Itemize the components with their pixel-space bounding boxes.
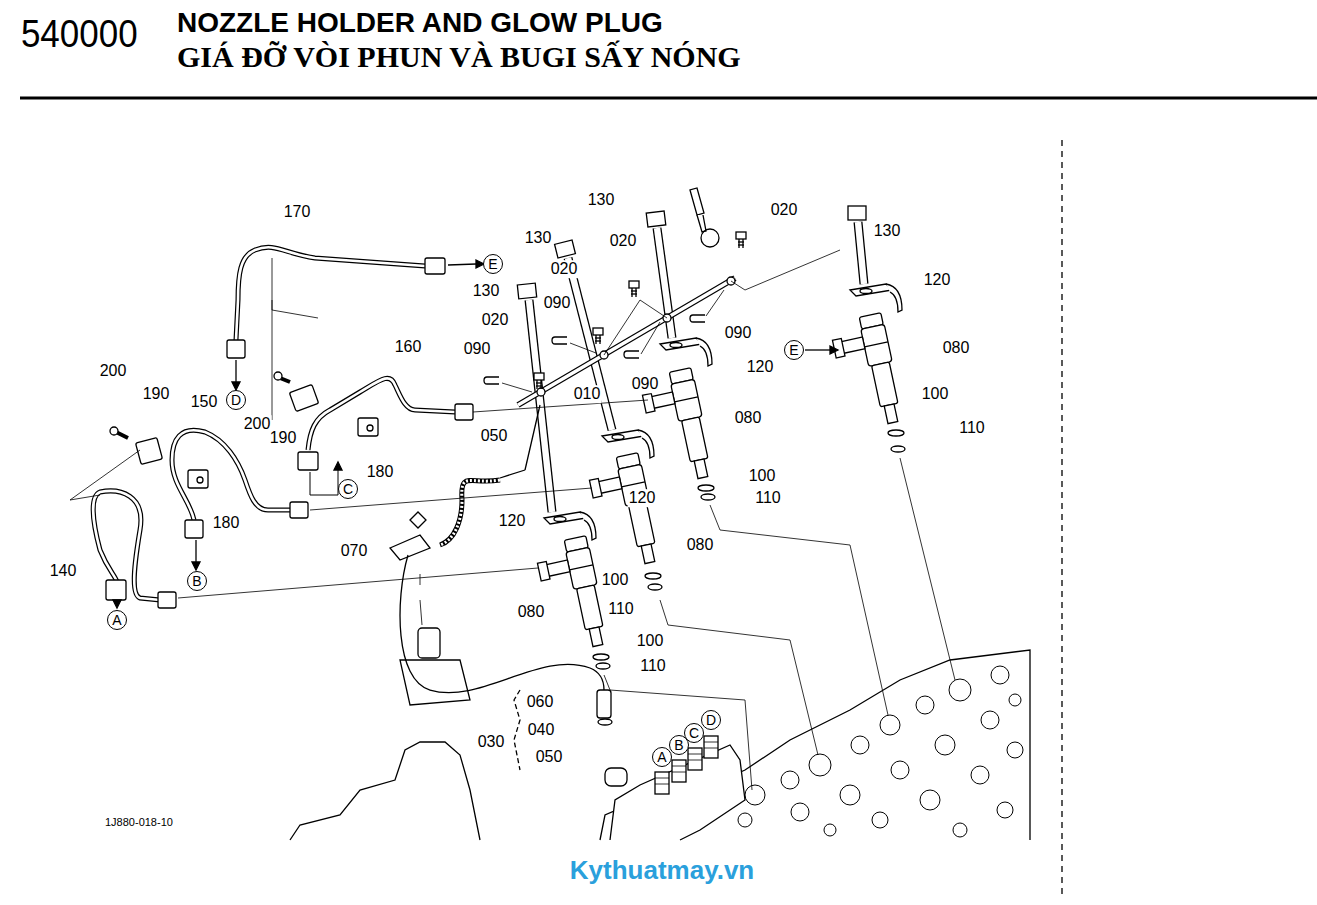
callout-number: 200 [243, 415, 272, 433]
letter: C [689, 726, 699, 740]
letter: E [789, 343, 798, 357]
circled-letter: D [701, 710, 721, 730]
callout-number: 120 [746, 358, 775, 376]
letter: A [112, 613, 121, 627]
watermark: Kythuatmay.vn [569, 856, 755, 885]
callout-number: 030 [477, 733, 506, 751]
callout-number: 100 [601, 571, 630, 589]
section-code: 540000 [20, 14, 139, 56]
letter: A [657, 750, 666, 764]
callout-number: 080 [734, 409, 763, 427]
callout-number: 140 [49, 562, 78, 580]
circled-letter: C [338, 479, 358, 499]
callout-number: 130 [587, 191, 616, 209]
callout-number: 100 [921, 385, 950, 403]
circled-letter: A [107, 610, 127, 630]
letter: D [706, 713, 716, 727]
callout-number: 110 [639, 657, 667, 675]
callout-number: 090 [724, 324, 753, 342]
callout-number: 020 [770, 201, 799, 219]
callout-number: 180 [212, 514, 241, 532]
callout-number: 200 [99, 362, 128, 380]
letter: E [488, 257, 497, 271]
circled-letter: D [226, 390, 246, 410]
callout-number: 130 [472, 282, 501, 300]
callout-number: 090 [543, 294, 572, 312]
callout-number: 120 [498, 512, 527, 530]
callout-number: 050 [480, 427, 509, 445]
callout-number: 020 [481, 311, 510, 329]
callout-number: 090 [463, 340, 492, 358]
callout-number: 020 [550, 260, 579, 278]
callout-number: 080 [942, 339, 971, 357]
callout-number: 100 [636, 632, 665, 650]
circled-letter: A [652, 747, 672, 767]
circled-letter: E [784, 340, 804, 360]
subtitle: GIÁ ĐỠ VÒI PHUN VÀ BUGI SẤY NÓNG [176, 40, 742, 73]
callout-number: 150 [190, 393, 219, 411]
circled-letter: E [483, 254, 503, 274]
letter: D [231, 393, 241, 407]
callout-number: 020 [609, 232, 638, 250]
callout-number: 180 [366, 463, 395, 481]
callout-number: 160 [394, 338, 423, 356]
letter: B [192, 574, 201, 588]
callout-number: 060 [526, 693, 555, 711]
letter: B [674, 738, 683, 752]
callout-number: 070 [340, 542, 369, 560]
callout-number: 110 [607, 600, 635, 618]
callout-number: 080 [517, 603, 546, 621]
circled-letter: B [187, 571, 207, 591]
callout-number: 130 [873, 222, 902, 240]
callout-number: 120 [923, 271, 952, 289]
callout-number: 040 [527, 721, 556, 739]
callout-number: 110 [754, 489, 782, 507]
letter: C [343, 482, 353, 496]
callout-number: 130 [524, 229, 553, 247]
callout-number: 080 [686, 536, 715, 554]
callout-number: 120 [628, 489, 657, 507]
callout-number: 100 [748, 467, 777, 485]
figure-ref: 1J880-018-10 [104, 816, 174, 828]
callout-number: 110 [958, 419, 986, 437]
callout-number: 050 [535, 748, 564, 766]
callout-number: 190 [269, 429, 298, 447]
page-title: NOZZLE HOLDER AND GLOW PLUG [176, 8, 664, 39]
callout-number: 090 [631, 375, 660, 393]
callout-number: 010 [573, 385, 602, 403]
callout-number: 190 [142, 385, 171, 403]
circled-letter: B [669, 735, 689, 755]
callout-number: 170 [283, 203, 312, 221]
